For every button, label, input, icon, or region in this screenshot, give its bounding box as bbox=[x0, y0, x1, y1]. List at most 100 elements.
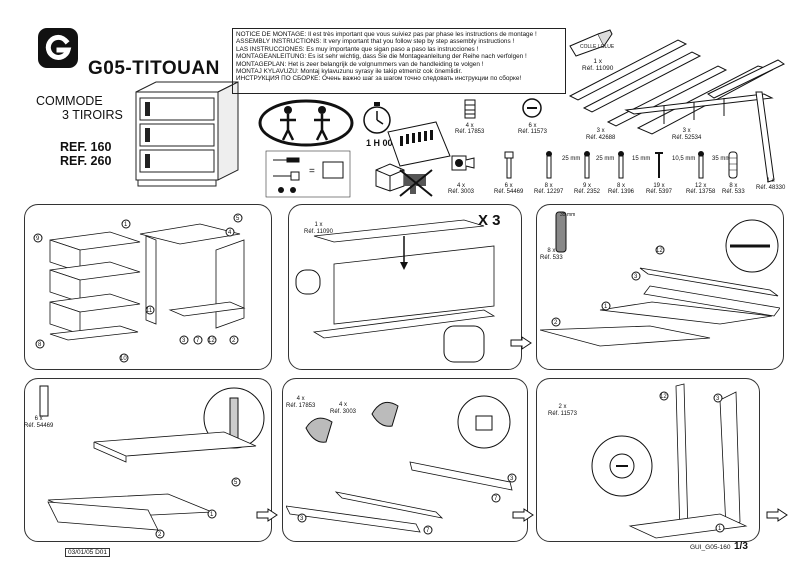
step-1-exploded-view: 1 5 4 9 8 11 3 7 12 2 10 bbox=[33, 213, 246, 363]
brand-logo-icon bbox=[45, 34, 72, 60]
hardware-qty: 4 x bbox=[339, 402, 348, 408]
hardware-ref: Réf. 11090 bbox=[304, 228, 333, 235]
step-6-cam-locks: 2 x Réf. 11573 bbox=[548, 404, 577, 417]
step-5-panel bbox=[282, 378, 528, 542]
step-4-top-panel: 5 1 2 bbox=[39, 385, 265, 539]
hardware-qty: 8 x bbox=[544, 182, 553, 189]
svg-text:7: 7 bbox=[426, 528, 430, 534]
connector-icon bbox=[451, 155, 475, 171]
hardware-qty: 1 x bbox=[314, 222, 323, 228]
assembly-time: 1 H 00 bbox=[366, 138, 393, 148]
notice-fr: NOTICE DE MONTAGE: Il est très important… bbox=[236, 31, 537, 38]
svg-text:2: 2 bbox=[232, 338, 236, 344]
svg-text:1: 1 bbox=[124, 222, 128, 228]
step-1-panel bbox=[24, 204, 272, 370]
notice-tr: MONTAJ KYLAVUZU: Montaj kylavuzunu syras… bbox=[236, 68, 462, 76]
wood-dowel-icon bbox=[728, 151, 738, 179]
hardware-qty: 6 x bbox=[504, 182, 513, 189]
svg-text:2: 2 bbox=[554, 320, 558, 326]
side-bracket-illustration bbox=[755, 91, 775, 183]
svg-text:4: 4 bbox=[228, 230, 232, 236]
parts-card-icon bbox=[387, 121, 451, 167]
hardware-42688: 3 x Réf. 42688 bbox=[586, 128, 615, 141]
step-3-panel bbox=[536, 204, 784, 370]
screw-icon bbox=[618, 151, 625, 179]
hardware-qty: 4 x bbox=[465, 122, 474, 129]
length-l4: 10,5 mm bbox=[672, 156, 696, 162]
step-3-dowels: 8 x Réf. 533 bbox=[540, 248, 563, 261]
glue-tube-label: COLLE / GLUE bbox=[580, 44, 615, 50]
no-power-tool-icon bbox=[399, 169, 433, 197]
length-l3: 15 mm bbox=[632, 156, 651, 162]
document-date: 03/01/05 D01 bbox=[65, 548, 111, 557]
hardware-qty: 6 x bbox=[528, 122, 537, 129]
drawer-runners-illustration bbox=[568, 39, 786, 135]
hardware-12297: 8 x Réf. 12297 bbox=[534, 150, 563, 196]
hardware-1396: 8 x Réf. 1396 bbox=[608, 150, 634, 196]
step-2-multiplier: X 3 bbox=[478, 212, 501, 229]
hardware-11573: 6 x Réf. 11573 bbox=[518, 96, 547, 136]
step-2-panel bbox=[288, 204, 522, 370]
hardware-qty: 8 x bbox=[729, 182, 738, 189]
svg-text:7: 7 bbox=[494, 496, 498, 502]
product-name-line2: 3 TIROIRS bbox=[62, 108, 123, 122]
hardware-ref: Réf. 17853 bbox=[455, 129, 485, 136]
hardware-qty: 2 x bbox=[558, 404, 567, 410]
product-name-line1: COMMODE bbox=[36, 94, 103, 108]
length-l1: 25 mm bbox=[562, 156, 581, 162]
hardware-ref: Réf. 5397 bbox=[646, 189, 673, 196]
hardware-17853: 4 x Réf. 17853 bbox=[455, 98, 484, 136]
glue-hardware: 1 x Réf. 11090 bbox=[582, 58, 613, 72]
hardware-ref: Réf. 12297 bbox=[534, 189, 564, 196]
hardware-52534: 3 x Réf. 52534 bbox=[672, 128, 701, 141]
length-l2: 25 mm bbox=[596, 156, 615, 162]
product-name: COMMODE 3 TIROIRS bbox=[36, 94, 123, 122]
hardware-ref: Réf. 17853 bbox=[286, 402, 316, 409]
dresser-illustration bbox=[135, 81, 239, 187]
step-6-panel bbox=[536, 378, 760, 542]
tools-icon: = bbox=[265, 150, 351, 198]
assembly-notice: NOTICE DE MONTAGE: Il est très important… bbox=[232, 28, 566, 94]
glue-qty: 1 x bbox=[593, 58, 602, 65]
svg-text:11: 11 bbox=[146, 308, 153, 314]
step-5-connectors: 4 x Réf. 3003 bbox=[330, 402, 356, 415]
hardware-ref: Réf. 2352 bbox=[574, 189, 601, 196]
document-code: GUI_G05-160 bbox=[690, 544, 731, 551]
step-2-drawer-assembly bbox=[295, 219, 496, 363]
step-3-length: 35 mm bbox=[560, 212, 576, 218]
reference-1: REF. 160 bbox=[60, 140, 112, 154]
screw-icon bbox=[584, 151, 591, 179]
stopwatch-icon bbox=[363, 102, 391, 134]
glue-tube-icon: COLLE / GLUE bbox=[569, 29, 615, 57]
hardware-ref: Réf. 52534 bbox=[672, 134, 702, 141]
hardware-54469: 6 x Réf. 54469 bbox=[494, 150, 523, 196]
glue-ref: Réf. 11090 bbox=[582, 65, 614, 72]
bolt-icon bbox=[504, 151, 514, 179]
reference-numbers: REF. 160 REF. 260 bbox=[60, 140, 111, 168]
hardware-qty: 8 x bbox=[617, 182, 626, 189]
hardware-qty: 3 x bbox=[682, 128, 691, 134]
next-step-arrow-icon bbox=[510, 336, 532, 350]
hardware-ref: Réf. 54469 bbox=[494, 189, 524, 196]
hardware-ref: Réf. 3003 bbox=[330, 408, 357, 415]
hardware-qty: 8 x bbox=[547, 248, 556, 254]
hardware-qty: 6 x bbox=[34, 416, 43, 422]
model-name: G05-TITOUAN bbox=[88, 58, 220, 79]
svg-text:12: 12 bbox=[208, 338, 215, 344]
svg-text:3: 3 bbox=[300, 516, 304, 522]
step-4-bolts: 6 x Réf. 54469 bbox=[24, 416, 53, 429]
svg-text:3: 3 bbox=[634, 274, 638, 280]
hardware-qty: 4 x bbox=[296, 396, 305, 402]
notice-ru: ИНСТРУКЦИЯ ПО СБОРКЕ: Очень важно шаг за… bbox=[236, 75, 522, 83]
svg-text:3: 3 bbox=[716, 396, 720, 402]
svg-text:3: 3 bbox=[510, 476, 514, 482]
page-number: 1/3 bbox=[734, 541, 748, 552]
hardware-2352: 9 x Réf. 2352 bbox=[574, 150, 600, 196]
hardware-ref: Réf. 48330 bbox=[756, 184, 786, 191]
step-4-panel bbox=[24, 378, 272, 542]
next-step-arrow-icon bbox=[766, 508, 788, 522]
hardware-qty: 12 x bbox=[695, 182, 707, 189]
hardware-qty: 4 x bbox=[456, 182, 465, 189]
hardware-ref: Réf. 533 bbox=[540, 254, 563, 261]
svg-text:8: 8 bbox=[38, 342, 42, 348]
